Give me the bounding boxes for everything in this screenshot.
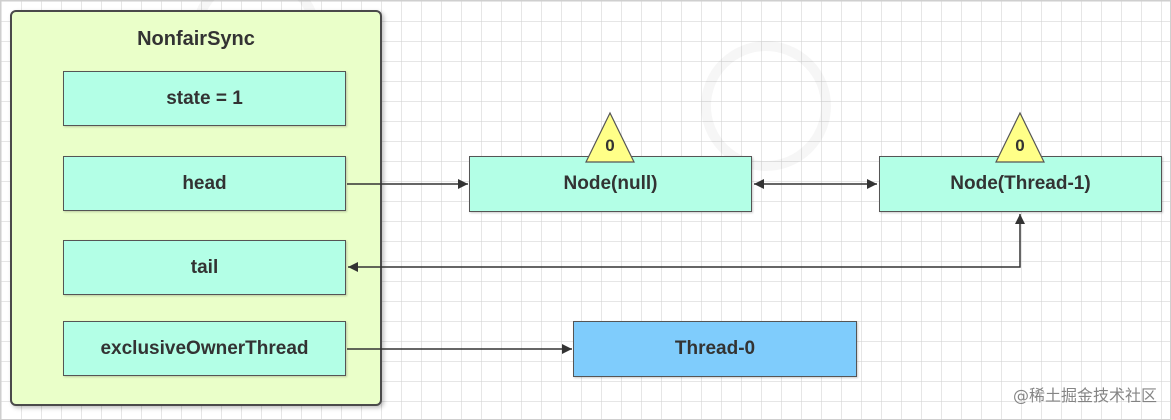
container-title: NonfairSync (137, 28, 255, 50)
node-head: Node(null) (469, 156, 752, 212)
thread-owner: Thread-0 (573, 321, 857, 377)
node-tail: Node(Thread-1) (879, 156, 1162, 212)
wait-status-triangle-tail (995, 111, 1045, 163)
watermark-text: @稀土掘金技术社区 (1012, 386, 1157, 405)
field-tail: tail (63, 240, 346, 295)
edge-tail-to-node (348, 214, 1025, 272)
field-state: state = 1 (63, 71, 346, 126)
wait-status-triangle-head (585, 111, 635, 163)
field-exclusive-owner-thread: exclusiveOwnerThread (63, 321, 346, 376)
wait-status-label-tail: 0 (1015, 136, 1025, 155)
field-head: head (63, 156, 346, 211)
wait-status-label-head: 0 (605, 136, 615, 155)
